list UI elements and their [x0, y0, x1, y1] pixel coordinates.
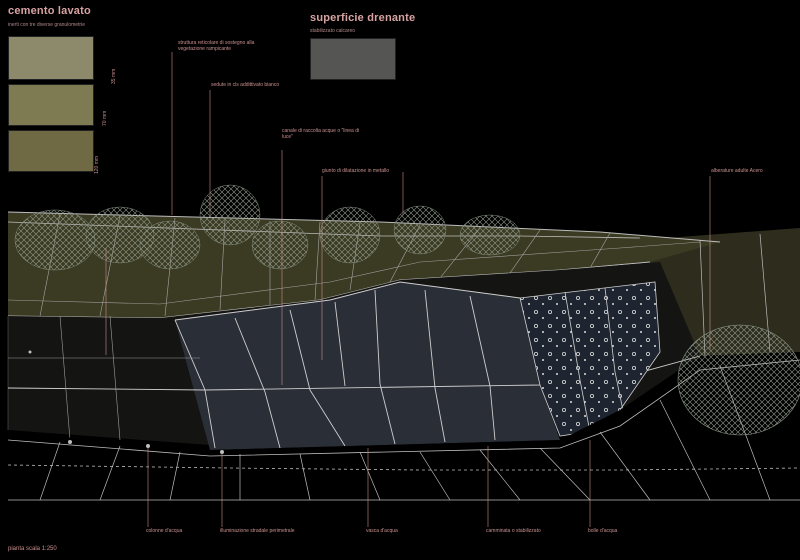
dim-label: 35 mm — [111, 68, 117, 84]
label-vasca: vasca d'acqua — [366, 528, 398, 534]
label-sedute: sedute in cls addittivato bianco — [211, 82, 280, 88]
label-camminata: camminata o stabilizzato — [486, 528, 541, 534]
swatch-aggregate-large — [8, 130, 94, 172]
label-alberature: alberature adulte Acero — [711, 168, 763, 174]
dim-label: 120 mm — [94, 155, 100, 174]
swatch-drainage-surface — [310, 38, 396, 80]
swatch-aggregate-medium — [8, 84, 94, 126]
legend-cemento-title: cemento lavato — [8, 5, 91, 17]
tree-right — [677, 324, 800, 436]
legend-superficie-title: superficie drenante — [310, 12, 416, 24]
label-colonne: colonne d'acqua — [146, 528, 183, 534]
label-illuminazione: illuminazione stradale perimetrale — [220, 528, 295, 534]
label-bolle: bolle d'acqua — [588, 528, 618, 534]
dim-label: 70 mm — [102, 110, 108, 126]
vegetation-canopy — [14, 184, 521, 271]
label-canale: canale di raccolta acque o "linea di luc… — [282, 128, 360, 140]
scale-note: pianta scala 1:250 — [8, 546, 57, 552]
label-giunto: giunto di dilatazione in metallo — [322, 168, 389, 174]
water-basin — [175, 282, 560, 450]
legend-cemento-subtitle: inerti con tre diverse granulometrie — [8, 22, 85, 28]
legend-superficie-subtitle: stabilizzato calcareo — [310, 28, 356, 34]
label-struttura: struttura reticolare di sostegno alla ve… — [178, 40, 255, 52]
swatch-aggregate-small — [8, 36, 94, 80]
